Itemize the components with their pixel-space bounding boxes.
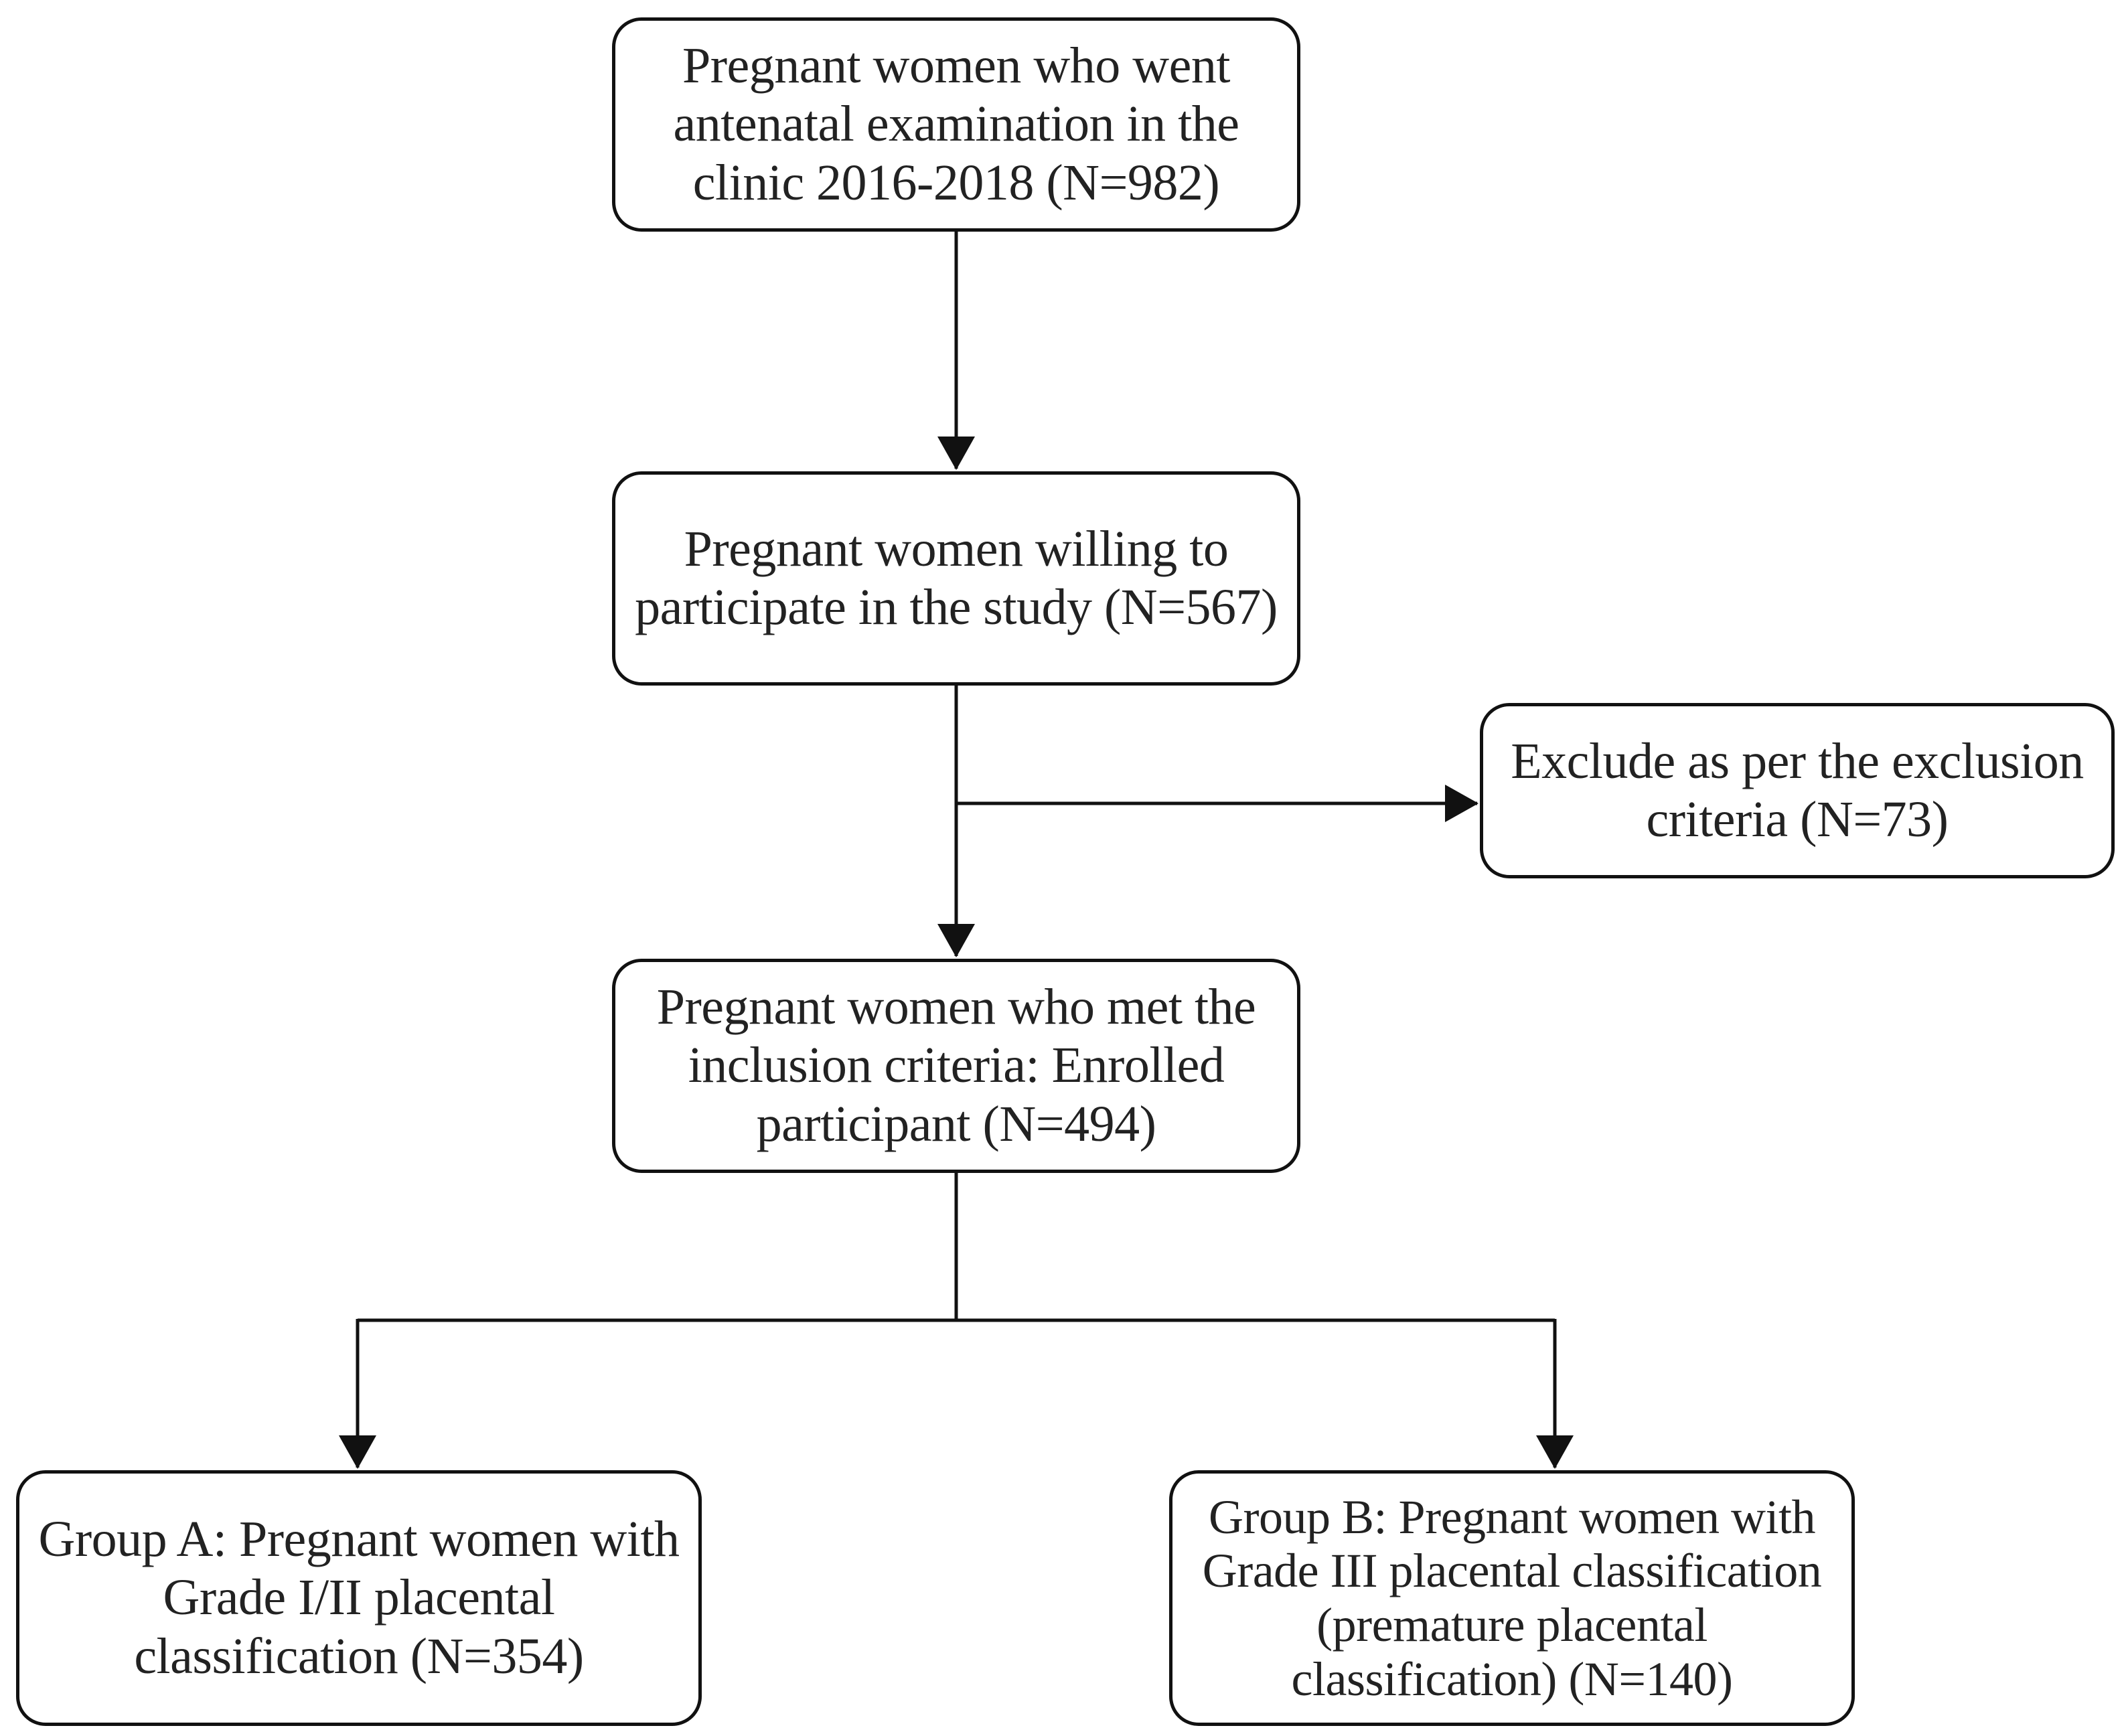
willing-label: Pregnant women willing to participate in…: [635, 520, 1278, 635]
group-b-box: Group B: Pregnant women with Grade III p…: [1169, 1470, 1855, 1726]
excluded-label: Exclude as per the exclusion criteria (N…: [1511, 732, 2084, 848]
arrowhead-excluded: [1445, 785, 1478, 822]
screened-label: Pregnant women who went antenatal examin…: [673, 37, 1239, 211]
arrowhead-group-a: [339, 1435, 376, 1469]
excluded-box: Exclude as per the exclusion criteria (N…: [1480, 703, 2115, 878]
willing-box: Pregnant women willing to participate in…: [612, 471, 1300, 686]
arrowhead-group-b: [1536, 1435, 1574, 1469]
group-b-label: Group B: Pregnant women with Grade III p…: [1202, 1490, 1822, 1706]
arrowhead-willing: [937, 437, 975, 470]
enrolled-label: Pregnant women who met the inclusion cri…: [656, 978, 1256, 1152]
arrowhead-enrolled: [937, 924, 975, 957]
group-a-label: Group A: Pregnant women with Grade I/II …: [38, 1510, 680, 1684]
group-a-box: Group A: Pregnant women with Grade I/II …: [16, 1470, 702, 1726]
enrolled-box: Pregnant women who met the inclusion cri…: [612, 959, 1300, 1173]
screened-box: Pregnant women who went antenatal examin…: [612, 17, 1300, 232]
